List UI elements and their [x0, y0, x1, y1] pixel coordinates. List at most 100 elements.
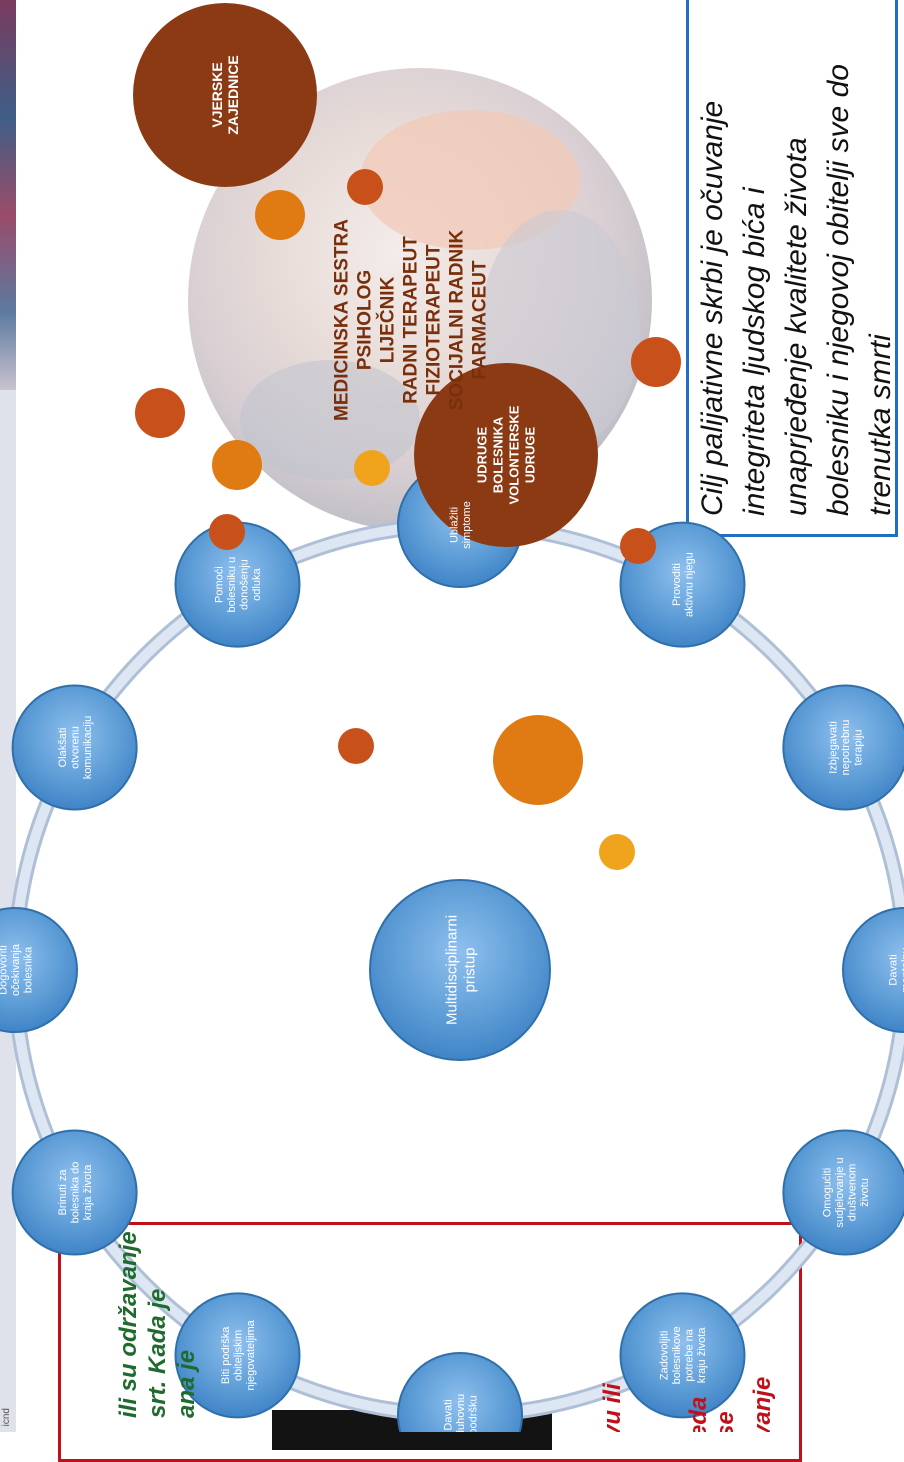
ring-node-label-line: obiteljskim [232, 1330, 244, 1381]
ring-node-label-line: podršku [467, 1395, 479, 1432]
photo-shape [240, 360, 420, 480]
ring-node-label-line: Olakšati [57, 728, 69, 768]
ring-node-label-line: donošenju [239, 559, 251, 610]
green-text-line: ili su održavanje [115, 1231, 142, 1418]
ring-node [11, 1129, 138, 1256]
ring-node-label-line: komunikaciju [82, 716, 94, 780]
udruge-label-line: UDRUGE [475, 427, 490, 484]
ring-node-label-line: Davati [442, 1399, 454, 1430]
ring-node-label-line: sudjelovanje u [834, 1157, 846, 1227]
udruge-label-line: UDRUGE [523, 427, 538, 484]
decorative-dot [620, 528, 656, 564]
goal-text-line: Cilj palijativne skrbi je očuvanje [696, 101, 729, 516]
ring-node [782, 1129, 904, 1256]
green-text-line: ana je [173, 1350, 200, 1418]
team-roles-text-line: LIJEČNIK [377, 276, 399, 363]
ring-node-label-line: potrebe na [684, 1328, 696, 1381]
ring-node [0, 907, 78, 1033]
ring-node [842, 907, 904, 1033]
ring-node [397, 1352, 523, 1432]
ring-node-label-line: bolesnikove [671, 1326, 683, 1384]
ring-node-label-line: bolesniku u [226, 557, 238, 613]
ring-node-label-line: Davati [887, 954, 899, 985]
team-roles-text-line: FIZIOTERAPEUT [424, 244, 445, 395]
ring-node-label-line: aktivnu njegu [684, 552, 696, 617]
center-circle [369, 879, 551, 1061]
ring-node-label-line: Zadovoljiti [659, 1331, 671, 1381]
ring-node-label-line: duhovnu [455, 1394, 467, 1432]
red-partial-text: eda [685, 1397, 712, 1432]
photo-shape [360, 110, 580, 250]
decorative-dot [631, 337, 681, 387]
goal-text-line: bolesniku i njegovoj obitelji sve do [822, 64, 855, 516]
ring-node-label-line: odluka [251, 568, 263, 601]
vjerske-label-line: ZAJEDNICE [225, 55, 241, 134]
ring-node-label-line: Provoditi [671, 563, 683, 606]
ring-node-label-line: Izbjegavati [828, 721, 840, 774]
decorative-dot [212, 440, 262, 490]
ring-node-label-line: društvenom [846, 1164, 858, 1221]
decorative-dot [347, 169, 383, 205]
ring-node-label-line: simptome [461, 501, 473, 549]
red-text-line: vu ili [599, 1382, 626, 1432]
vjerske-label-line: VJERSKE [209, 62, 225, 127]
goal-text-line: trenutka smrti [864, 333, 897, 516]
ring-node-label-line: Biti podrška [220, 1326, 232, 1384]
ring-node-label-line: otvorenu [69, 726, 81, 769]
udruge-label-line: VOLONTERSKE [507, 405, 522, 504]
ring-node-label-line: Dogovoriti [0, 945, 9, 995]
center-label-line: Multidisciplinarni [443, 915, 460, 1025]
team-roles-text-line: FARMACEUT [470, 260, 491, 380]
goal-text: Cilj palijativne skrbi je očuvanje integr… [696, 64, 897, 516]
decorative-dot [338, 728, 374, 764]
ring-node-label: Davatimentalnupodršku [887, 947, 904, 992]
decorative-dot [209, 514, 245, 550]
ring-node [174, 1292, 301, 1419]
team-roles-text-line: RADNI TERAPEUT [401, 236, 422, 404]
ring-node-label-line: Pomoći [214, 566, 226, 603]
ring-node-label-line: njegovateljima [245, 1319, 257, 1390]
ring-node-label-line: terapiju [853, 729, 865, 765]
ring-node-label-line: bolesnika do [69, 1162, 81, 1224]
center-label-line: pristup [461, 947, 478, 992]
ring-node-label-line: životu [859, 1178, 871, 1207]
udruge-label-line: BOLESNIKA [491, 416, 506, 493]
left-sidebar-strip: icnd [0, 0, 16, 1432]
decorative-dot [493, 715, 583, 805]
decorative-dot [599, 834, 635, 870]
green-text-line: srt. Kada je [144, 1289, 171, 1418]
decorative-dot [354, 450, 390, 486]
ring-node [11, 684, 138, 811]
red-partial-text: vu ili [599, 1382, 626, 1432]
red-partial-text: se [712, 1411, 739, 1432]
ring-node-label-line: Brinuti za [57, 1169, 69, 1216]
goal-text-line: integriteta ljudskog bića i [738, 186, 771, 516]
sidebar-thumbnail-image [0, 0, 16, 390]
red-text-line: se [712, 1411, 739, 1432]
team-roles-text-line: MEDICINSKA SESTRA [332, 219, 353, 421]
ring-node-label-line: očekivanja [10, 943, 22, 996]
ring-node-label-line: Omogućiti [821, 1168, 833, 1218]
red-text-line: eda [685, 1397, 712, 1432]
ring-node-label-line: bolesnika [22, 946, 34, 993]
decorative-dot [255, 190, 305, 240]
red-partial-text: vanje [749, 1377, 776, 1432]
decorative-dot [135, 388, 185, 438]
